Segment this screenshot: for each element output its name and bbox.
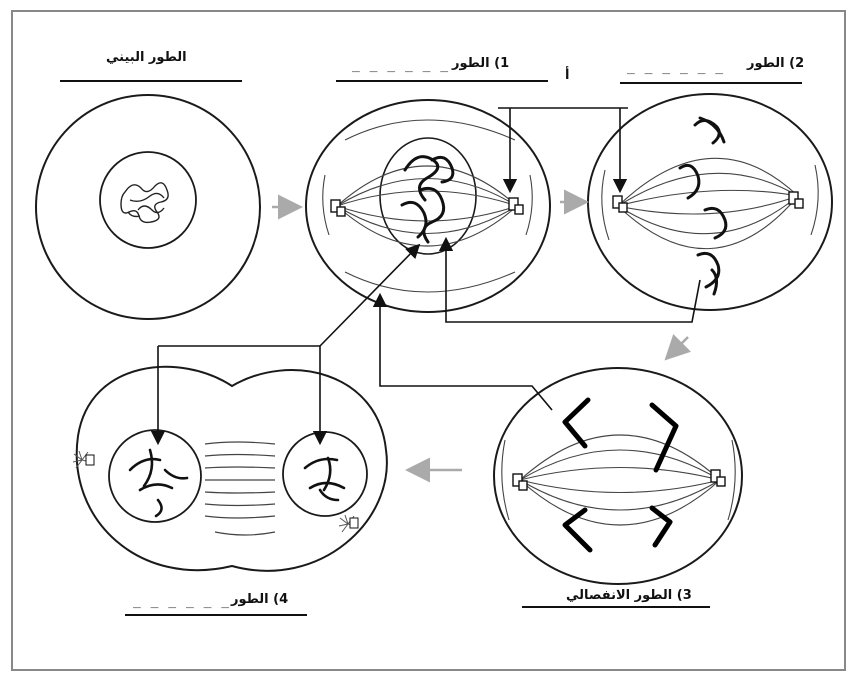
flow-arrow-2-to-3 (668, 337, 688, 357)
centriole-left (613, 196, 627, 212)
chromosomes (402, 157, 453, 242)
chromosomes (680, 118, 726, 294)
midzone-fibers (205, 442, 275, 535)
spindle-fibers (323, 120, 533, 292)
connector-stage2-to-stage1 (446, 240, 700, 322)
chromosomes-left (130, 450, 187, 516)
connector-diagonal (320, 246, 418, 346)
separating-chromatids (565, 400, 676, 550)
centriole-right (789, 192, 803, 208)
stage-3-cell (494, 368, 742, 584)
interphase-cell (36, 95, 260, 319)
asters (73, 451, 358, 532)
stage-4-cell (73, 367, 387, 571)
stage-2-cell (588, 94, 832, 310)
stage-1-cell (306, 100, 550, 312)
spindle-fibers (502, 435, 735, 525)
chromosomes-right (305, 458, 344, 500)
chromatin (121, 183, 168, 223)
spindle-fibers (602, 158, 818, 248)
connector-stage3-to-stage1 (380, 296, 552, 410)
flow-arrows (272, 202, 688, 470)
